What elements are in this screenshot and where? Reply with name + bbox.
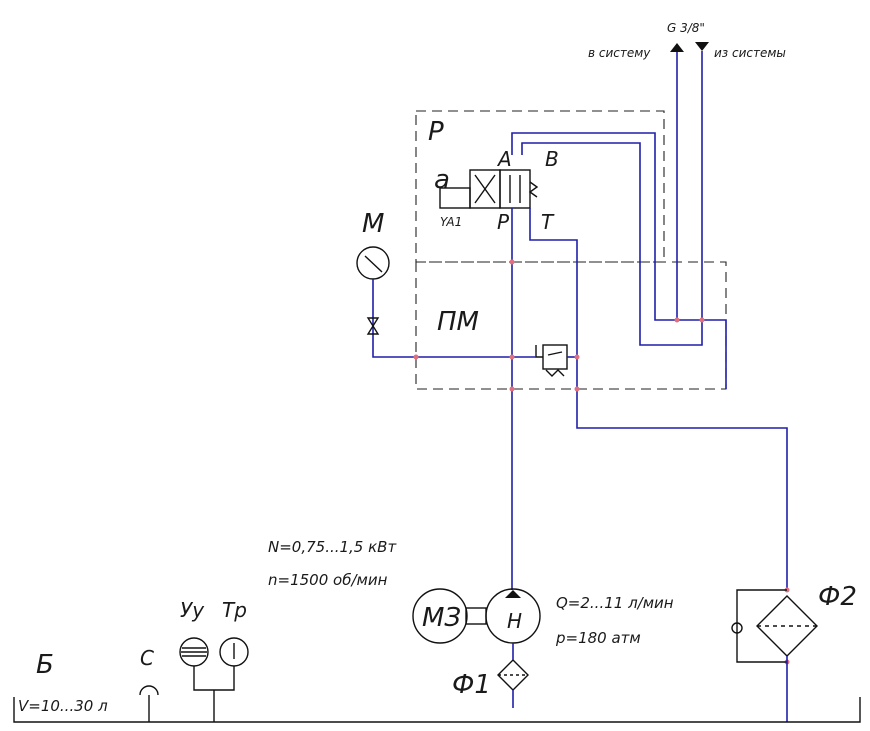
coupling xyxy=(465,607,487,625)
line-b-from-system xyxy=(521,142,703,346)
from-system-label: из системы xyxy=(714,46,786,60)
valve-block-label: Р xyxy=(428,117,444,147)
port-a-label: A xyxy=(496,147,512,171)
port-b-label: B xyxy=(545,147,559,171)
pump-pressure: p=180 атм xyxy=(555,629,641,647)
return-filter-label: Ф2 xyxy=(818,582,857,612)
suction-filter-label: Ф1 xyxy=(452,670,491,700)
directional-valve xyxy=(439,169,539,209)
valve-block-outline xyxy=(415,110,665,263)
from-system-port xyxy=(695,42,709,320)
gauge-label: М xyxy=(362,209,384,239)
to-system-port xyxy=(670,43,684,320)
solenoid-label: YA1 xyxy=(440,215,462,229)
gauge-valve xyxy=(366,317,380,335)
valve-side-label: a xyxy=(434,165,450,195)
motor-label: МЗ xyxy=(422,603,461,633)
junction-dots xyxy=(413,259,790,665)
motor-symbol xyxy=(412,588,468,644)
pump-flow: Q=2...11 л/мин xyxy=(556,594,674,612)
port-p-label: P xyxy=(497,210,510,234)
breather xyxy=(139,685,159,696)
relief-valve xyxy=(535,344,568,377)
port-thread-label: G 3/8" xyxy=(667,21,705,35)
gauge-line xyxy=(372,279,512,358)
tank-volume: V=10...30 л xyxy=(18,697,108,715)
temp-label: Тр xyxy=(222,598,247,622)
motor-power: N=0,75...1,5 кВт xyxy=(268,538,397,556)
pump-label: Н xyxy=(507,609,522,633)
plate-label: ПМ xyxy=(437,307,479,337)
line-a-to-system xyxy=(511,132,677,321)
to-system-label: в систему xyxy=(588,46,651,60)
plate-port-connector xyxy=(677,319,727,389)
level-label: Уу xyxy=(180,598,205,622)
return-line xyxy=(529,208,788,590)
tank-label: Б xyxy=(36,650,54,680)
port-t-label: T xyxy=(541,210,555,234)
tank-outline xyxy=(13,697,861,723)
breather-label: С xyxy=(140,646,154,670)
motor-speed: n=1500 об/мин xyxy=(268,571,388,589)
